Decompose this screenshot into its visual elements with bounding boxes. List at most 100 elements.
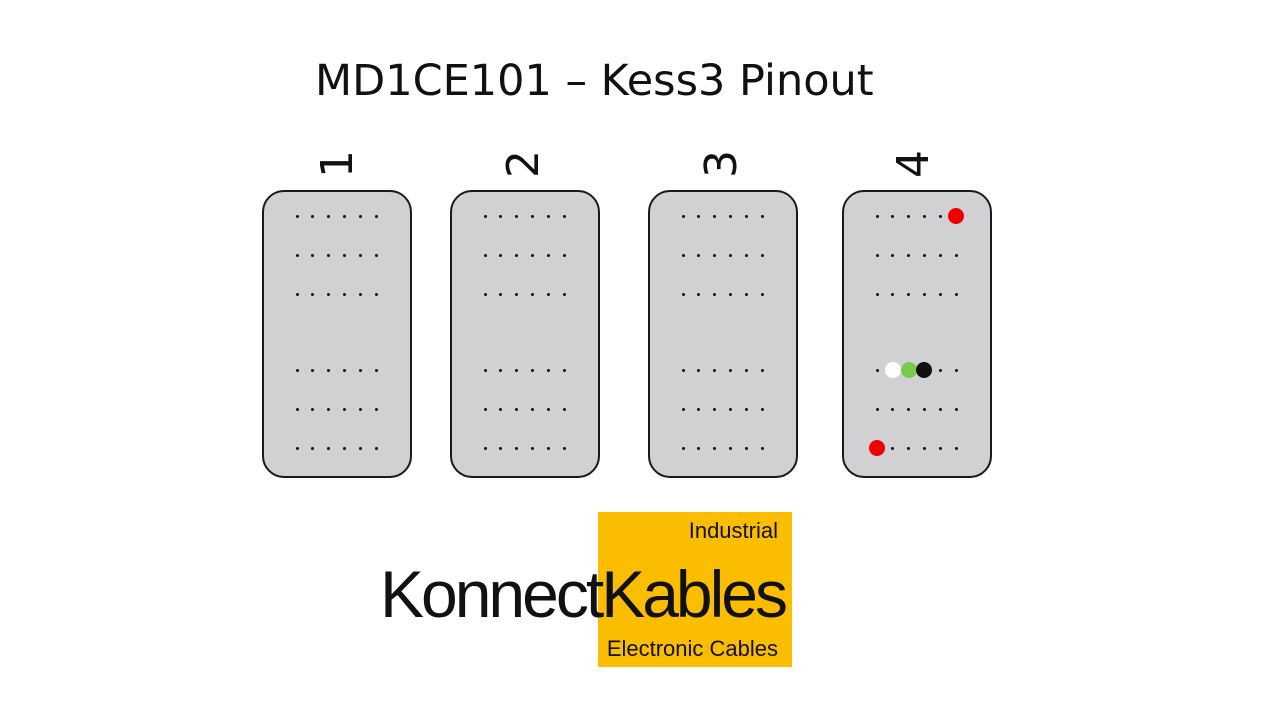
connector-3 <box>648 190 798 478</box>
pin <box>515 292 519 296</box>
pin <box>954 368 958 372</box>
pin <box>697 446 701 450</box>
pin <box>374 214 378 218</box>
pin <box>499 368 503 372</box>
pin <box>515 214 519 218</box>
pin <box>311 446 315 450</box>
pin <box>530 253 534 257</box>
pin <box>562 368 566 372</box>
pin <box>938 253 942 257</box>
pin <box>295 292 299 296</box>
pin <box>358 368 362 372</box>
konnectkables-logo: KonnectKables Industrial Electronic Cabl… <box>380 512 800 668</box>
pin <box>744 292 748 296</box>
wire-marker <box>948 208 964 224</box>
pin <box>562 292 566 296</box>
pin <box>530 407 534 411</box>
connector-2 <box>450 190 600 478</box>
pin <box>713 214 717 218</box>
pin <box>907 407 911 411</box>
wire-marker <box>916 362 933 378</box>
pin <box>358 253 362 257</box>
pin <box>483 292 487 296</box>
pin <box>907 253 911 257</box>
pin <box>728 214 732 218</box>
pin <box>374 292 378 296</box>
pin <box>562 407 566 411</box>
pin <box>938 407 942 411</box>
pin <box>891 253 895 257</box>
pin <box>499 292 503 296</box>
pin <box>327 407 331 411</box>
pin <box>922 446 926 450</box>
pin <box>681 292 685 296</box>
pin <box>311 253 315 257</box>
pin <box>358 214 362 218</box>
pin <box>295 407 299 411</box>
pin <box>922 253 926 257</box>
pin <box>681 253 685 257</box>
pin <box>744 253 748 257</box>
pin <box>374 253 378 257</box>
pin <box>954 292 958 296</box>
pin <box>483 214 487 218</box>
pin <box>483 407 487 411</box>
pin <box>728 407 732 411</box>
pin <box>562 214 566 218</box>
logo-brand-right: Kables <box>601 557 788 631</box>
pin <box>907 214 911 218</box>
pin <box>295 253 299 257</box>
pin <box>922 407 926 411</box>
pin <box>713 368 717 372</box>
pin <box>891 407 895 411</box>
pin <box>922 214 926 218</box>
pin <box>342 292 346 296</box>
page-title: MD1CE101 – Kess3 Pinout <box>315 56 874 106</box>
pin <box>483 253 487 257</box>
connector-1 <box>262 190 412 478</box>
pin <box>938 214 942 218</box>
pin <box>760 446 764 450</box>
pin <box>760 368 764 372</box>
pin <box>530 368 534 372</box>
pin <box>499 407 503 411</box>
pin <box>681 446 685 450</box>
pin <box>515 253 519 257</box>
pin <box>499 253 503 257</box>
pin <box>891 446 895 450</box>
pin <box>311 407 315 411</box>
pin <box>938 368 942 372</box>
pin <box>697 214 701 218</box>
pin <box>499 446 503 450</box>
pin <box>760 407 764 411</box>
pin <box>891 214 895 218</box>
pin <box>530 446 534 450</box>
pin <box>954 253 958 257</box>
pin <box>681 368 685 372</box>
connector-label-1: 1 <box>312 150 363 178</box>
pin <box>546 292 550 296</box>
pin <box>546 253 550 257</box>
pin <box>562 253 566 257</box>
connector-label-2: 2 <box>498 150 549 178</box>
wire-marker <box>900 362 917 378</box>
pin <box>358 446 362 450</box>
pin <box>374 446 378 450</box>
pin <box>744 407 748 411</box>
pin <box>954 446 958 450</box>
logo-tagline-top: Industrial <box>688 518 778 543</box>
pin <box>311 214 315 218</box>
pin <box>891 292 895 296</box>
pin <box>342 407 346 411</box>
pin <box>327 253 331 257</box>
pin <box>358 407 362 411</box>
pin <box>713 292 717 296</box>
pin <box>374 368 378 372</box>
pin <box>546 214 550 218</box>
pin <box>483 446 487 450</box>
pin <box>530 214 534 218</box>
pin <box>760 214 764 218</box>
pin <box>875 253 879 257</box>
connector-4 <box>842 190 992 478</box>
pin <box>713 407 717 411</box>
